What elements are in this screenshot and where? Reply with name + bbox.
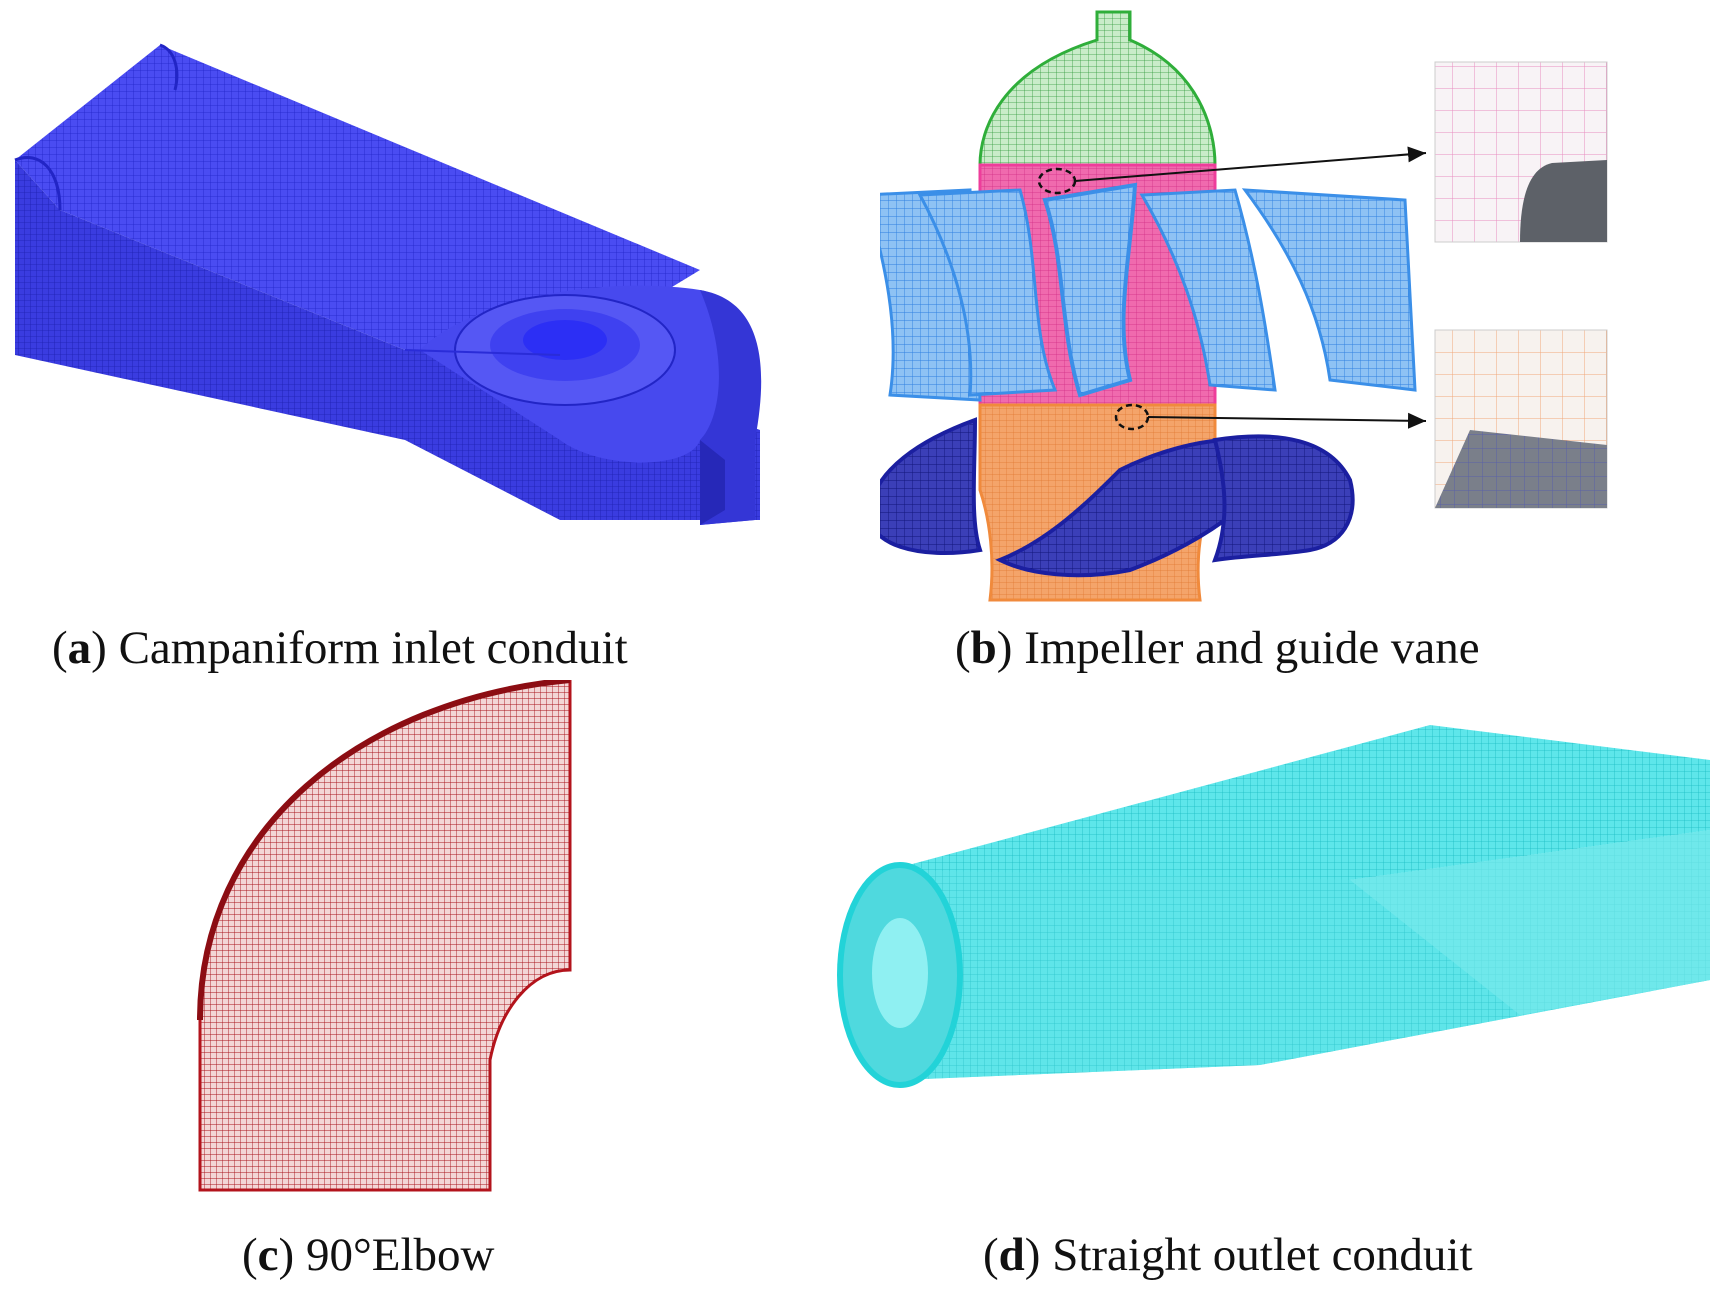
caption-b-title: Impeller and guide vane	[1024, 622, 1480, 674]
elbow-mesh	[197, 680, 572, 1192]
caption-d: (d) Straight outlet conduit	[983, 1229, 1473, 1281]
caption-c: (c) 90°Elbow	[242, 1229, 495, 1281]
caption-d-title: Straight outlet conduit	[1052, 1229, 1473, 1281]
caption-b: (b) Impeller and guide vane	[955, 622, 1480, 674]
caption-a-title: Campaniform inlet conduit	[118, 622, 628, 674]
caption-a-letter: a	[67, 622, 92, 674]
outlet-conduit-mesh	[837, 725, 1710, 1088]
caption-d-letter: d	[998, 1229, 1025, 1281]
caption-c-letter: c	[257, 1229, 279, 1281]
caption-a: (a) Campaniform inlet conduit	[52, 622, 628, 674]
detail-inset-top	[1434, 61, 1608, 243]
detail-inset-bottom	[1434, 329, 1608, 509]
panel-c-90-elbow	[180, 680, 600, 1210]
panel-d-straight-outlet-conduit	[830, 715, 1716, 1115]
panel-b-impeller-guide-vane	[880, 0, 1716, 620]
campaniform-inlet-mesh	[14, 43, 762, 525]
caption-b-letter: b	[970, 622, 997, 674]
panel-a-campaniform-inlet-conduit	[0, 0, 800, 620]
caption-c-title: 90°Elbow	[305, 1229, 495, 1281]
impeller-guide-vane-mesh	[880, 10, 1608, 602]
